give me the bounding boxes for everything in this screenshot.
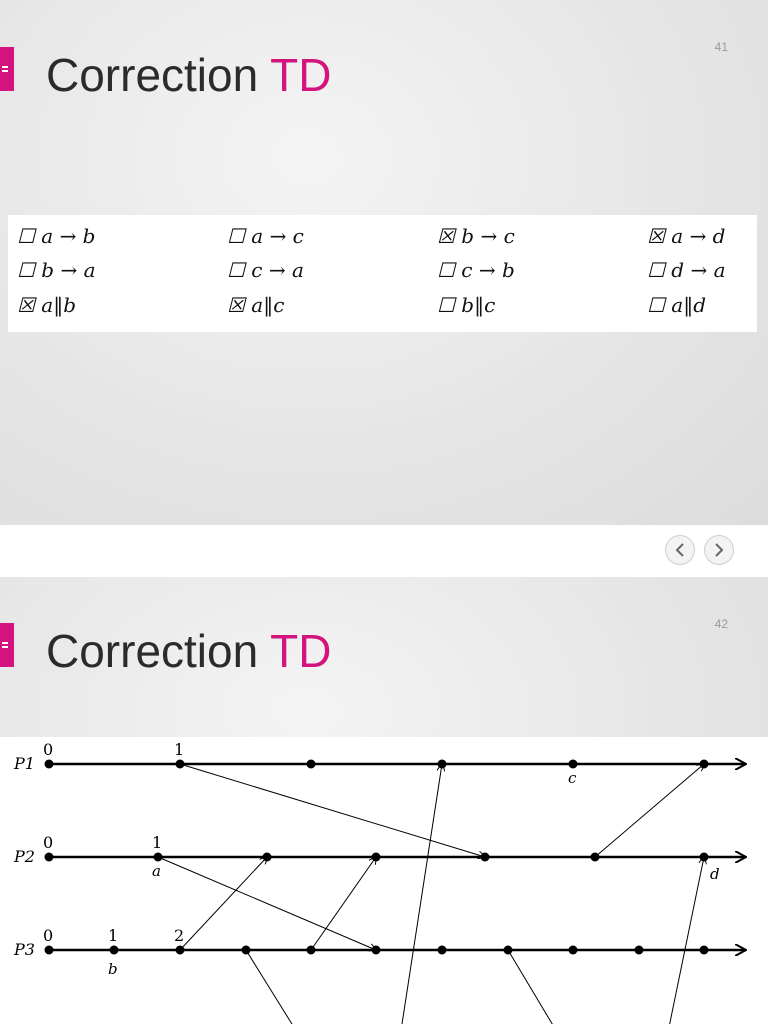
event-dot (241, 945, 251, 955)
message-p4-to-d (668, 857, 704, 1029)
diagram-svg: P1 P2 P3 0 0 0 1 1 1 2 c a d b (13, 740, 768, 1029)
event-dot (503, 945, 513, 955)
event-dot (44, 759, 54, 769)
menu-tab-icon[interactable] (0, 47, 14, 91)
event-label-a: a (152, 862, 161, 880)
message-p3-down-b (507, 949, 556, 1029)
menu-tab-icon-2[interactable] (0, 623, 14, 667)
event-dot (175, 945, 185, 955)
chevron-left-icon (675, 543, 684, 557)
option-a-to-b: ☐ a → b (17, 224, 96, 248)
event-dot-b (109, 945, 119, 955)
option-a-to-d: ☒ a → d (647, 224, 726, 248)
message-p3-to-p2-a (179, 857, 267, 951)
event-dot (699, 945, 709, 955)
slide-41: Correction TD 41 ☐ a → b ☐ a → c ☒ b → c… (0, 0, 768, 525)
message-p3-to-p2-b (310, 857, 376, 951)
message-p2-to-p1 (594, 764, 704, 858)
option-a-par-d: ☐ a‖d (647, 293, 707, 317)
message-a-to-p3 (157, 856, 376, 950)
option-c-to-a: ☐ c → a (227, 258, 304, 282)
event-dot-c (568, 759, 578, 769)
clock-label: 2 (174, 926, 184, 945)
option-b-par-c: ☐ b‖c (437, 293, 496, 317)
event-dot (44, 945, 54, 955)
message-p3-down-a (245, 949, 296, 1029)
event-dot (568, 945, 578, 955)
clock-label: 0 (43, 740, 53, 759)
page-number: 41 (714, 40, 728, 54)
event-dot-a (153, 852, 163, 862)
option-d-to-a: ☐ d → a (647, 258, 726, 282)
slide-title-2: Correction TD (46, 624, 331, 678)
event-dot (437, 759, 447, 769)
title-main-2: Correction (46, 625, 259, 677)
event-dot (699, 759, 709, 769)
event-dot (480, 852, 490, 862)
event-dot (175, 759, 185, 769)
event-dot-d (699, 852, 709, 862)
event-dot (262, 852, 272, 862)
event-label-b: b (108, 960, 118, 978)
event-label-d: d (710, 865, 720, 883)
event-label-c: c (568, 769, 577, 787)
option-a-par-c: ☒ a‖c (227, 293, 285, 317)
clock-label: 1 (174, 740, 184, 759)
event-dot (437, 945, 447, 955)
event-dot (371, 945, 381, 955)
event-dot (371, 852, 381, 862)
message-p1-to-p2 (179, 763, 485, 857)
slide-title: Correction TD (46, 48, 331, 102)
option-c-to-b: ☐ c → b (437, 258, 515, 282)
event-dot (306, 945, 316, 955)
option-a-par-b: ☒ a‖b (17, 293, 77, 317)
next-slide-button[interactable] (704, 535, 734, 565)
option-b-to-a: ☐ b → a (17, 258, 96, 282)
title-accent: TD (270, 49, 332, 101)
option-a-to-c: ☐ a → c (227, 224, 304, 248)
space-time-diagram: P1 P2 P3 0 0 0 1 1 1 2 c a d b (0, 737, 768, 1029)
process-label-p3: P3 (13, 940, 35, 959)
option-b-to-c: ☒ b → c (437, 224, 515, 248)
answer-panel: ☐ a → b ☐ a → c ☒ b → c ☒ a → d ☐ b → a … (8, 215, 757, 332)
title-accent-2: TD (270, 625, 332, 677)
clock-label: 1 (152, 833, 162, 852)
event-dot (590, 852, 600, 862)
page-number-2: 42 (714, 617, 728, 631)
event-dot (634, 945, 644, 955)
prev-slide-button[interactable] (665, 535, 695, 565)
clock-label: 1 (108, 926, 118, 945)
process-label-p1: P1 (13, 754, 35, 773)
message-p4-to-p1 (400, 764, 442, 1029)
title-main: Correction (46, 49, 259, 101)
event-dot (306, 759, 316, 769)
chevron-right-icon (715, 543, 724, 557)
clock-label: 0 (43, 833, 53, 852)
clock-label: 0 (43, 926, 53, 945)
process-label-p2: P2 (13, 847, 35, 866)
event-dot (44, 852, 54, 862)
